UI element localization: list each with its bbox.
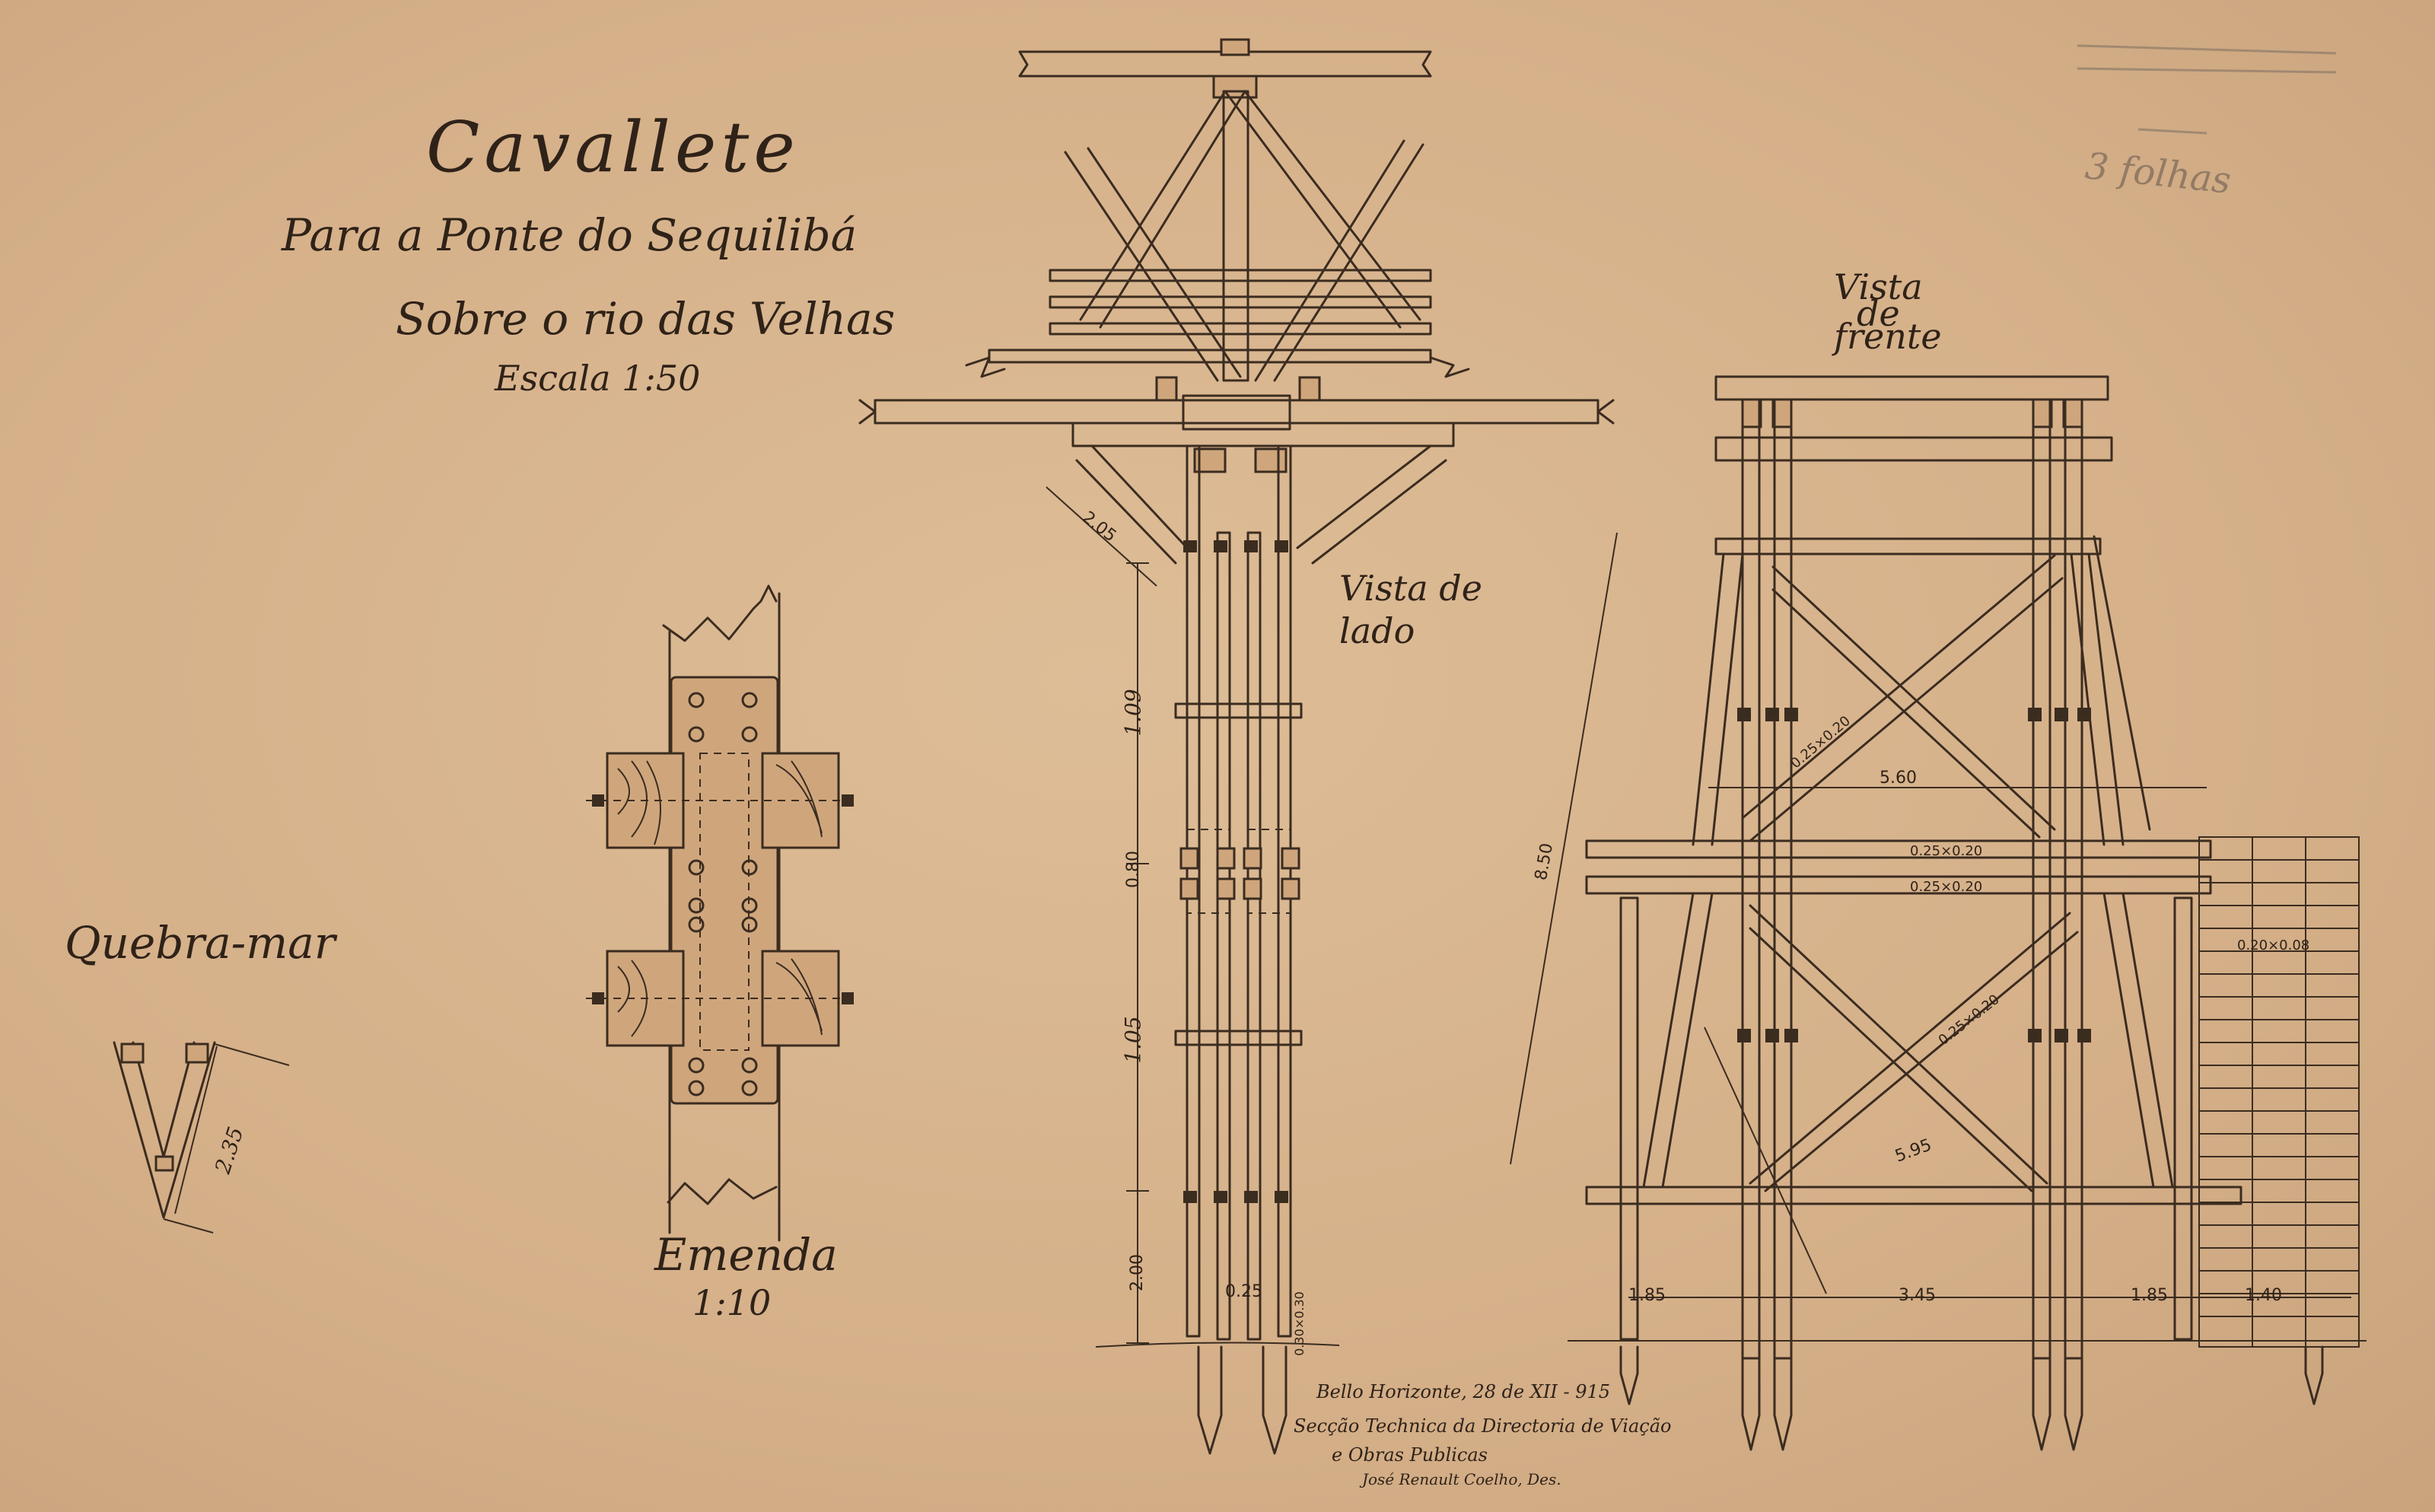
dim-front-185a: 1.85 [1628,1286,1666,1305]
dim-front-beam-section-2: 0.25×0.20 [1910,879,1983,895]
drawing-title: Cavallete [426,107,800,188]
front-view [1510,375,2367,1451]
cutwater-detail [113,1041,290,1233]
dim-side-200: 2.00 [1127,1254,1147,1291]
pencil-marks [2077,44,2337,135]
dim-front-plank-section: 0.20×0.08 [2237,937,2310,953]
splice-label: Emenda [654,1229,838,1281]
dim-front-beam-section-1: 0.25×0.20 [1910,843,1983,859]
signature-office: Secção Technica da Directoria de Viação [1294,1415,1672,1437]
splice-detail [586,584,860,1242]
dim-front-560: 5.60 [1880,769,1917,788]
subtitle-line-1: Para a Ponte do Sequilibá [282,209,858,261]
subtitle-line-2: Sobre o rio das Velhas [396,293,896,345]
side-view-label: Vista de lado [1339,568,1482,651]
dim-side-080: 0.80 [1123,851,1143,888]
front-view-label-3: frente [1834,316,1942,357]
dim-side-109: 1.09 [1120,689,1146,737]
dim-front-185b: 1.85 [2131,1286,2168,1305]
signature-department: e Obras Publicas [1332,1444,1488,1466]
signature-name: José Renault Coelho, Des. [1362,1470,1561,1488]
scale-label: Escala 1:50 [495,358,701,399]
splice-scale: 1:10 [692,1282,772,1323]
dim-side-pile-section: 0.30×0.30 [1291,1291,1307,1356]
side-view [858,38,1615,1455]
front-view-label-2: de [1857,293,1900,334]
signature-date: Bello Horizonte, 28 de XII - 915 [1316,1381,1611,1402]
dim-side-025: 0.25 [1225,1282,1262,1301]
dim-side-105: 1.05 [1120,1016,1146,1064]
cutwater-label: Quebra-mar [65,917,336,969]
dim-front-345: 3.45 [1899,1286,1936,1305]
front-view-label-1: Vista [1834,266,1923,307]
dim-front-140: 1.40 [2245,1286,2282,1305]
